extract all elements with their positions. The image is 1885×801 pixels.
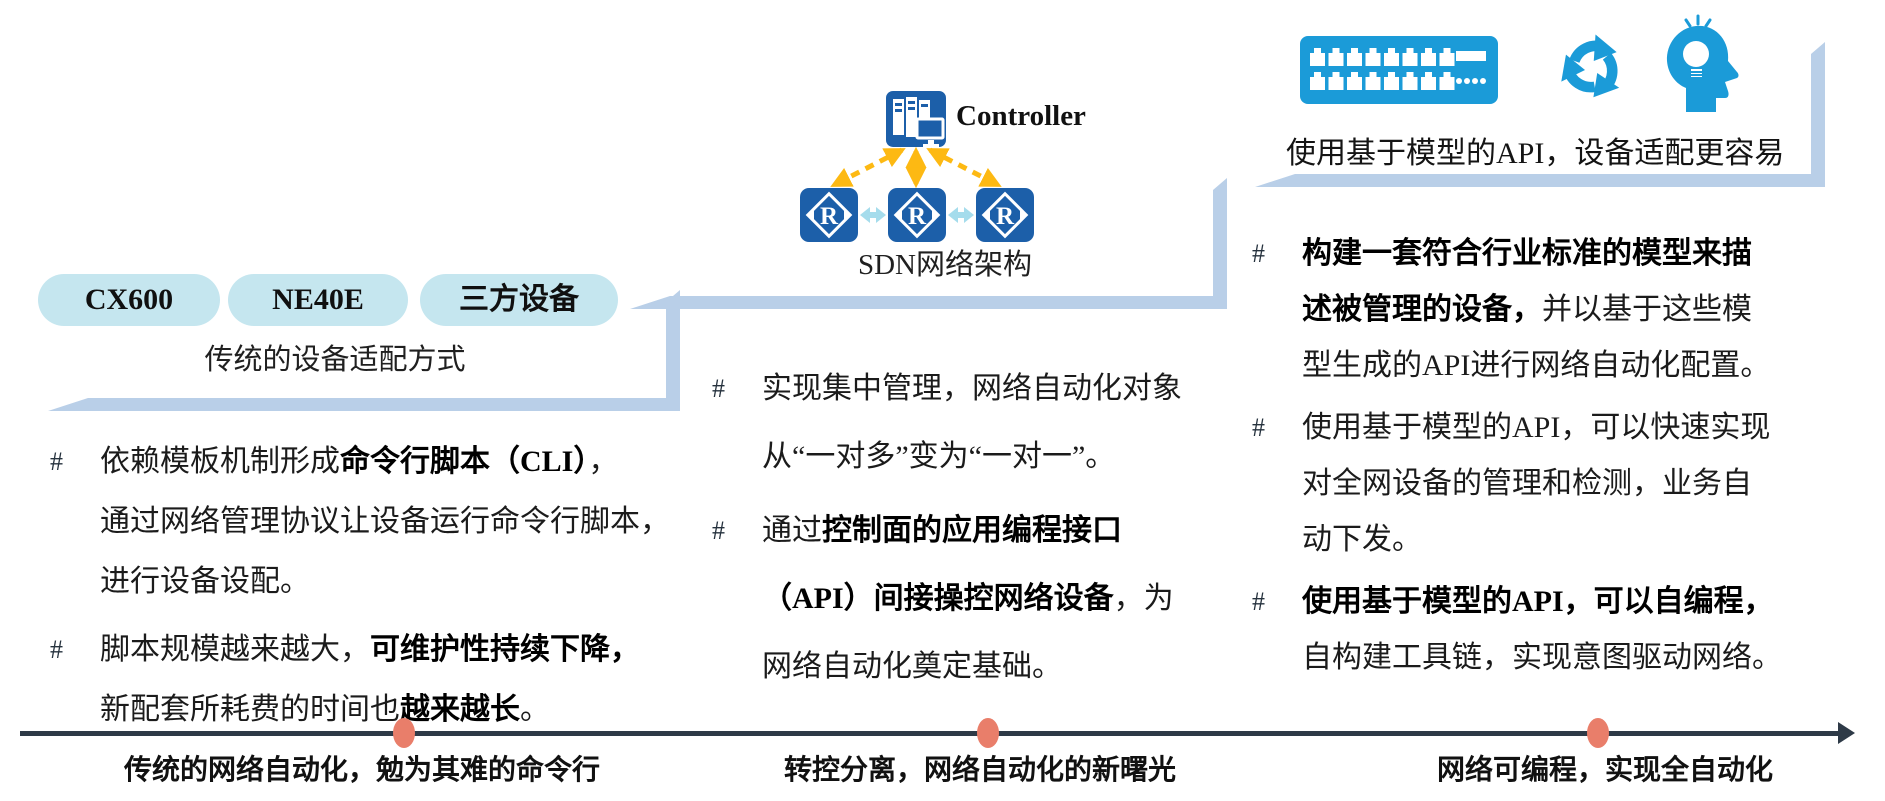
- bullet-text-line: 进行设备设配。: [100, 565, 310, 598]
- bullet-item: # 脚本规模越来越大，可维护性持续下降， 新配套所耗费的时间也越来越长。: [50, 620, 660, 740]
- middle-frame-ribbon: [630, 178, 1227, 309]
- controller-icon: [886, 91, 946, 147]
- bullet-item: # 使用基于模型的API，可以快速实现对全网设备的管理和检测，业务自动下发。: [1252, 400, 1842, 568]
- bullet-marker: #: [1252, 239, 1265, 268]
- bullet-item: # 使用基于模型的API，可以自编程， 自构建工具链，实现意图驱动网络。: [1252, 574, 1842, 686]
- bullet-marker: #: [1252, 587, 1265, 616]
- sdn-architecture-diagram: R R R: [800, 91, 1034, 242]
- milestone-dot: [977, 718, 999, 748]
- bullet-text-line: 脚本规模越来越大，可维护性持续下降，: [100, 633, 640, 666]
- router-icon: R: [888, 188, 946, 242]
- svg-text:R: R: [908, 203, 927, 230]
- milestone-dot: [1587, 718, 1609, 748]
- bullet-text-line: 从“一对多”变为“一对一”。: [762, 440, 1116, 473]
- bullet-item: # 依赖模板机制形成命令行脚本（CLI）， 通过网络管理协议让设备运行命令行脚本， 进…: [50, 432, 670, 612]
- bullet-item: # 构建一套符合行业标准的模型来描述被管理的设备，并以基于这些模型生成的API进行…: [1252, 226, 1842, 394]
- bullet-marker: #: [50, 447, 63, 476]
- bullet-marker: #: [50, 635, 63, 664]
- recycle-icon: [1561, 34, 1620, 98]
- bullet-text-line: 通过网络管理协议让设备运行命令行脚本，: [100, 505, 670, 538]
- left-bullet-list: # 依赖模板机制形成命令行脚本（CLI）， 通过网络管理协议让设备运行命令行脚本， 进…: [50, 432, 670, 748]
- timeline-arrowhead-icon: [1838, 722, 1855, 744]
- timeline-axis: [20, 731, 1840, 736]
- controller-label: Controller: [956, 100, 1086, 132]
- bullet-marker: #: [712, 374, 725, 403]
- bullet-text-line: 构建一套符合行业标准的模型来描: [1302, 237, 1752, 270]
- left-section-caption: 传统的设备适配方式: [204, 344, 466, 376]
- milestone-label-sdn: 转控分离，网络自动化的新曙光: [783, 755, 1176, 786]
- router-peer-arrow: [860, 207, 974, 223]
- bullet-text-line: 述被管理的设备，并以基于这些模: [1302, 293, 1752, 326]
- bullet-text-line: 使用基于模型的API，可以自编程，: [1302, 585, 1774, 618]
- milestone-label-traditional: 传统的网络自动化，勉为其难的命令行: [123, 755, 600, 786]
- sdn-diagram-caption: SDN网络架构: [857, 249, 1032, 281]
- router-icon: R: [976, 188, 1034, 242]
- left-frame-ribbon: [48, 290, 680, 411]
- bullet-item: # 实现集中管理，网络自动化对象从“一对多”变为“一对一”。: [712, 355, 1212, 491]
- bullet-text-line: 通过控制面的应用编程接口: [762, 514, 1122, 547]
- device-pill-thirdparty: 三方设备: [420, 274, 618, 326]
- bullet-text-line: 依赖模板机制形成命令行脚本（CLI），: [100, 445, 619, 478]
- bullet-text-line: 实现集中管理，网络自动化对象: [762, 372, 1182, 405]
- head-bulb-icon: [1666, 14, 1739, 112]
- controller-link-arrows: [830, 146, 1002, 189]
- middle-bullet-list: # 实现集中管理，网络自动化对象从“一对多”变为“一对一”。 # 通过控制面的应用编程…: [712, 355, 1212, 707]
- bullet-item: # 通过控制面的应用编程接口 （API）间接操控网络设备，为网络自动化奠定基础。: [712, 497, 1212, 701]
- bullet-text-line: 网络自动化奠定基础。: [762, 650, 1062, 683]
- right-section-headline: 使用基于模型的API，设备适配更容易: [1286, 137, 1785, 170]
- right-frame-ribbon: [1255, 42, 1825, 187]
- bullet-text-line: 自构建工具链，实现意图驱动网络。: [1302, 641, 1782, 674]
- router-icon: R: [800, 188, 858, 242]
- device-pill-cx600: CX600: [38, 274, 220, 326]
- bullet-text-line: 使用基于模型的API，可以快速实现: [1302, 411, 1771, 444]
- bullet-text-line: （API）间接操控网络设备，为: [762, 582, 1174, 615]
- right-bullet-list: # 构建一套符合行业标准的模型来描述被管理的设备，并以基于这些模型生成的API进行…: [1252, 226, 1842, 692]
- milestone-label-programmable: 网络可编程，实现全自动化: [1436, 755, 1773, 786]
- bullet-text-line: 对全网设备的管理和检测，业务自: [1302, 467, 1752, 500]
- svg-text:R: R: [820, 203, 839, 230]
- bullet-marker: #: [1252, 413, 1265, 442]
- device-pill-ne40e: NE40E: [228, 274, 408, 326]
- milestone-dot: [393, 718, 415, 748]
- switch-icon: [1300, 36, 1498, 104]
- bullet-text-line: 动下发。: [1302, 523, 1422, 556]
- bullet-text-line: 新配套所耗费的时间也越来越长。: [100, 693, 550, 726]
- svg-text:R: R: [996, 203, 1015, 230]
- bullet-marker: #: [712, 516, 725, 545]
- bullet-text-line: 型生成的API进行网络自动化配置。: [1302, 349, 1771, 382]
